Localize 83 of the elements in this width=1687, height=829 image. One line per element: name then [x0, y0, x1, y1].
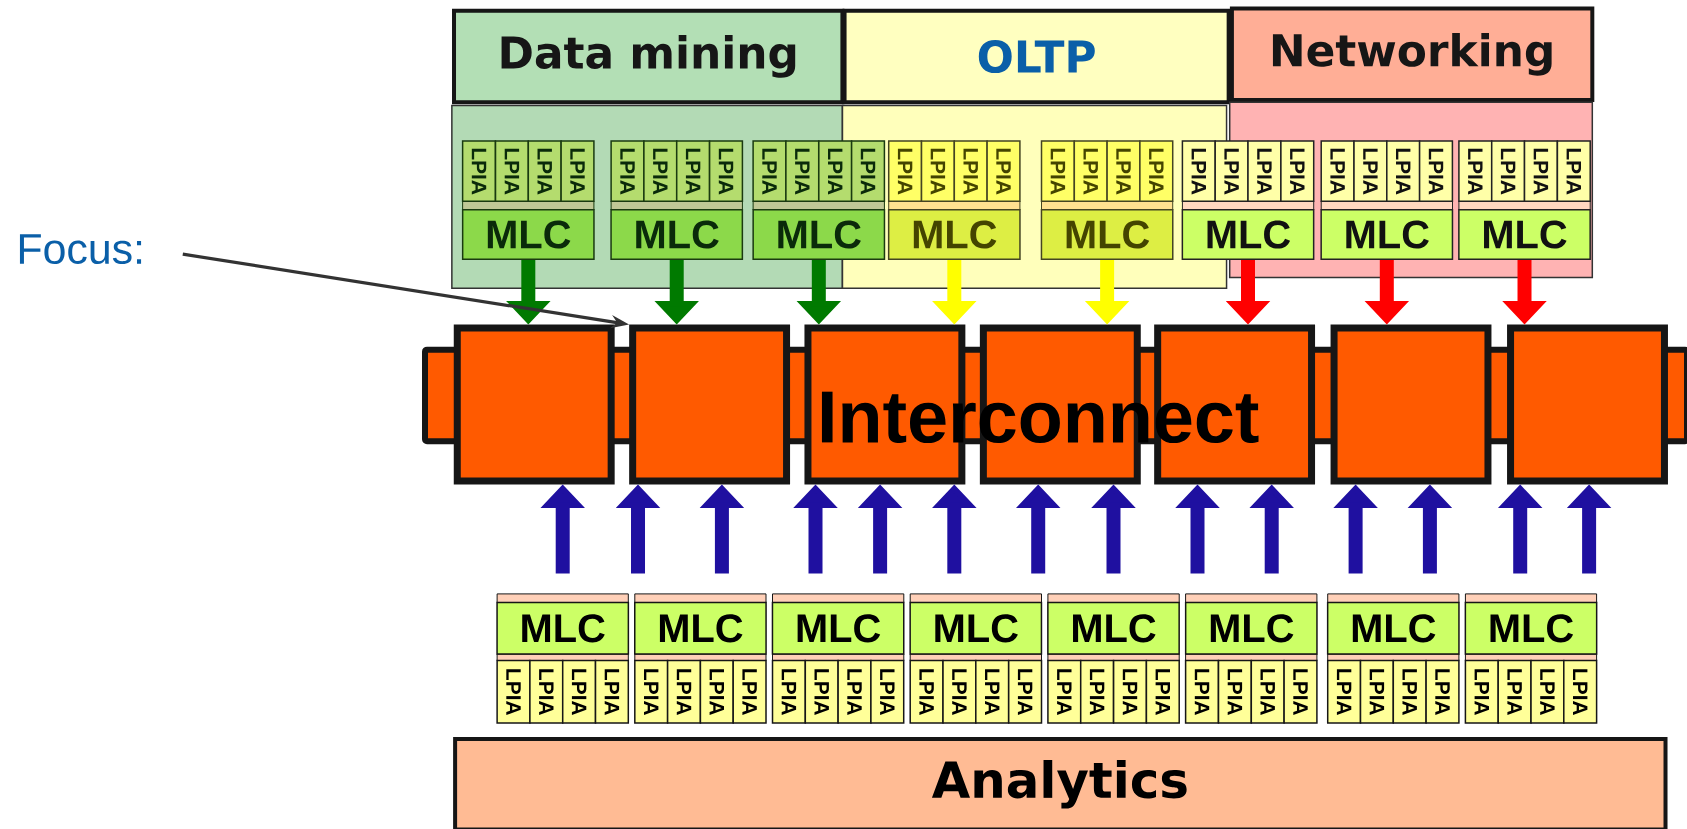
- core-box: LPIA: [1106, 140, 1141, 202]
- core-box: LPIA: [1464, 659, 1499, 724]
- cache-box: MLC: [1181, 209, 1315, 260]
- core-box: LPIA: [1184, 659, 1220, 724]
- core-box: LPIA: [887, 140, 923, 202]
- core-box: LPIA: [1047, 659, 1082, 724]
- heading-box: OLTP: [842, 8, 1231, 105]
- core-box: LPIA: [986, 140, 1021, 202]
- focus-label: Focus:: [19, 234, 142, 265]
- core-box: LPIA: [461, 140, 497, 202]
- core-box: LPIA: [1497, 659, 1532, 724]
- core-box: LPIA: [837, 659, 872, 724]
- core-box: LPIA: [1490, 140, 1526, 202]
- core-box: LPIA: [920, 140, 956, 202]
- router-square: [629, 324, 791, 485]
- core-box: LPIA: [1250, 659, 1285, 724]
- core-box: LPIA: [643, 140, 678, 202]
- core-box: LPIA: [1214, 140, 1249, 202]
- core-box: LPIA: [1556, 140, 1591, 202]
- core-box: LPIA: [942, 659, 977, 724]
- cache-box: MLC: [461, 209, 595, 260]
- core-box: LPIA: [594, 659, 630, 724]
- core-box: LPIA: [560, 140, 595, 202]
- core-box: LPIA: [1145, 659, 1180, 724]
- cache-box: MLC: [496, 601, 630, 655]
- core-box: LPIA: [494, 140, 530, 202]
- core-box: LPIA: [634, 659, 669, 724]
- cache-box: MLC: [1047, 601, 1180, 655]
- cache-box: MLC: [1040, 209, 1174, 260]
- core-box: LPIA: [675, 140, 711, 202]
- cache-box: MLC: [1326, 601, 1460, 655]
- core-box: LPIA: [1112, 659, 1148, 724]
- core-box: LPIA: [1040, 140, 1076, 202]
- core-box: LPIA: [1425, 659, 1460, 724]
- router-square: [1507, 324, 1668, 485]
- cache-box: MLC: [887, 209, 1021, 260]
- core-box: LPIA: [1217, 659, 1253, 724]
- core-box: LPIA: [804, 659, 839, 724]
- analytics-bar: Analytics: [453, 737, 1668, 829]
- core-box: LPIA: [708, 140, 744, 202]
- core-box: LPIA: [1007, 659, 1043, 724]
- core-box: LPIA: [666, 659, 702, 724]
- core-box: LPIA: [1458, 140, 1493, 202]
- core-box: LPIA: [1326, 659, 1362, 724]
- core-box: LPIA: [818, 140, 853, 202]
- core-box: LPIA: [1418, 140, 1454, 202]
- core-box: LPIA: [1139, 140, 1174, 202]
- core-box: LPIA: [909, 659, 944, 724]
- core-box: LPIA: [1530, 659, 1565, 724]
- cache-box: MLC: [610, 209, 744, 260]
- cache-box: MLC: [1464, 601, 1598, 655]
- cache-box: MLC: [1320, 209, 1454, 260]
- heading-box: Networking: [1229, 6, 1595, 103]
- core-box: LPIA: [953, 140, 988, 202]
- core-box: LPIA: [732, 659, 767, 724]
- core-box: LPIA: [1392, 659, 1427, 724]
- core-box: LPIA: [561, 659, 597, 724]
- cache-box: MLC: [771, 601, 905, 655]
- core-box: LPIA: [1073, 140, 1108, 202]
- cache-box: MLC: [1184, 601, 1318, 655]
- cache-box: MLC: [1458, 209, 1591, 260]
- core-box: LPIA: [496, 659, 531, 724]
- core-box: LPIA: [1079, 659, 1115, 724]
- core-box: LPIA: [1523, 140, 1559, 202]
- core-box: LPIA: [1353, 140, 1388, 202]
- core-box: LPIA: [527, 140, 562, 202]
- core-box: LPIA: [870, 659, 905, 724]
- core-box: LPIA: [699, 659, 734, 724]
- router-square: [453, 324, 615, 485]
- cache-box: MLC: [909, 601, 1043, 655]
- core-box: LPIA: [975, 659, 1010, 724]
- core-box: LPIA: [1386, 140, 1421, 202]
- core-box: LPIA: [610, 140, 645, 202]
- core-box: LPIA: [1359, 659, 1395, 724]
- core-box: LPIA: [771, 659, 807, 724]
- heading-box: Data mining: [452, 8, 845, 105]
- cache-box: MLC: [634, 601, 767, 655]
- router-square: [1330, 324, 1492, 485]
- cache-box: MLC: [752, 209, 886, 260]
- core-box: LPIA: [1320, 140, 1355, 202]
- core-box: LPIA: [529, 659, 564, 724]
- core-box: LPIA: [1563, 659, 1598, 724]
- core-box: LPIA: [1283, 659, 1318, 724]
